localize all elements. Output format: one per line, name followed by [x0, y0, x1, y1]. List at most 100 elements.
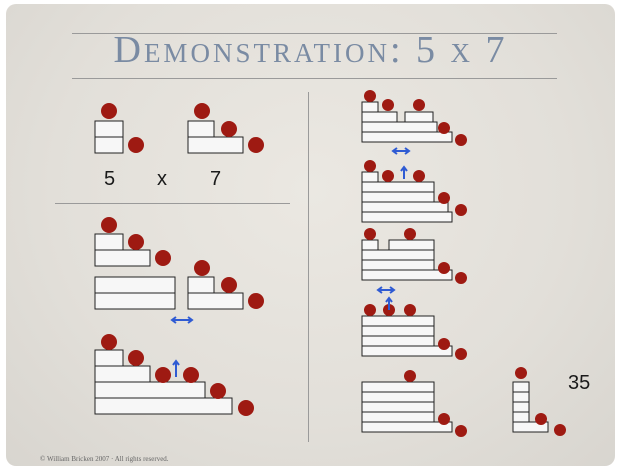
double-arrow-horizontal-icon — [170, 316, 194, 324]
ball — [438, 262, 450, 274]
box — [94, 349, 124, 367]
ball — [413, 99, 425, 111]
box — [361, 259, 435, 271]
box — [361, 381, 435, 393]
box — [361, 391, 435, 403]
ball — [194, 103, 210, 119]
ball — [364, 90, 376, 102]
box — [361, 401, 435, 413]
factor-left: 5 — [104, 168, 116, 190]
box — [361, 421, 453, 433]
box — [94, 397, 233, 415]
ball — [535, 413, 547, 425]
ball — [404, 304, 416, 316]
box — [187, 276, 215, 294]
box — [94, 249, 151, 267]
ball — [455, 204, 467, 216]
ball — [194, 260, 210, 276]
box — [187, 136, 244, 154]
box — [361, 131, 453, 143]
ball — [248, 137, 264, 153]
box — [361, 181, 435, 193]
box — [512, 421, 549, 433]
box — [361, 101, 379, 113]
ball — [455, 134, 467, 146]
copyright: © William Bricken 2007 · All rights rese… — [40, 455, 169, 463]
ball — [413, 170, 425, 182]
arrow-up-icon — [385, 296, 393, 310]
arrow-up-icon — [172, 359, 180, 377]
box — [388, 239, 435, 251]
ball — [515, 367, 527, 379]
box — [512, 411, 530, 423]
ball — [382, 170, 394, 182]
ball — [438, 122, 450, 134]
box — [94, 276, 176, 294]
ball — [438, 413, 450, 425]
box — [94, 120, 124, 138]
title-rule-bottom — [72, 78, 557, 79]
ball — [364, 228, 376, 240]
box — [512, 401, 530, 413]
ball — [364, 160, 376, 172]
box — [512, 391, 530, 403]
box — [361, 211, 453, 223]
box — [361, 201, 449, 213]
box — [361, 411, 435, 423]
box — [94, 365, 151, 383]
ball — [128, 350, 144, 366]
ball — [404, 228, 416, 240]
ball — [455, 348, 467, 360]
box — [361, 269, 453, 281]
ball — [455, 272, 467, 284]
box — [361, 239, 379, 251]
ball — [210, 383, 226, 399]
ball — [248, 293, 264, 309]
ball — [364, 304, 376, 316]
ball — [155, 367, 171, 383]
ball — [128, 234, 144, 250]
ball — [455, 425, 467, 437]
arrow-up-icon — [400, 165, 408, 179]
box — [361, 121, 438, 133]
ball — [382, 99, 394, 111]
page-title: Demonstration: 5 x 7 — [113, 29, 508, 71]
ball — [438, 192, 450, 204]
box — [187, 120, 215, 138]
ball — [101, 103, 117, 119]
box — [94, 292, 176, 310]
double-arrow-horizontal-icon — [391, 147, 411, 155]
ball — [155, 250, 171, 266]
double-arrow-horizontal-icon — [376, 286, 396, 294]
box — [361, 111, 398, 123]
box — [94, 381, 206, 399]
title-rule-top — [72, 33, 557, 34]
box — [94, 136, 124, 154]
box — [361, 345, 453, 357]
ball — [554, 424, 566, 436]
box — [361, 249, 435, 261]
result-value: 35 — [568, 372, 591, 394]
box — [361, 191, 435, 203]
box — [361, 171, 379, 183]
box — [187, 292, 244, 310]
section-divider — [55, 203, 290, 204]
ball — [221, 277, 237, 293]
ball — [128, 137, 144, 153]
box — [94, 233, 124, 251]
ball — [221, 121, 237, 137]
ball — [101, 217, 117, 233]
factor-right: 7 — [210, 168, 222, 190]
box — [361, 325, 435, 337]
ball — [183, 367, 199, 383]
box — [512, 381, 530, 393]
ball — [238, 400, 254, 416]
ball — [101, 334, 117, 350]
column-divider — [308, 92, 309, 442]
box — [361, 315, 435, 327]
ball — [438, 338, 450, 350]
box — [361, 335, 435, 347]
ball — [404, 370, 416, 382]
operator: x — [157, 168, 167, 190]
